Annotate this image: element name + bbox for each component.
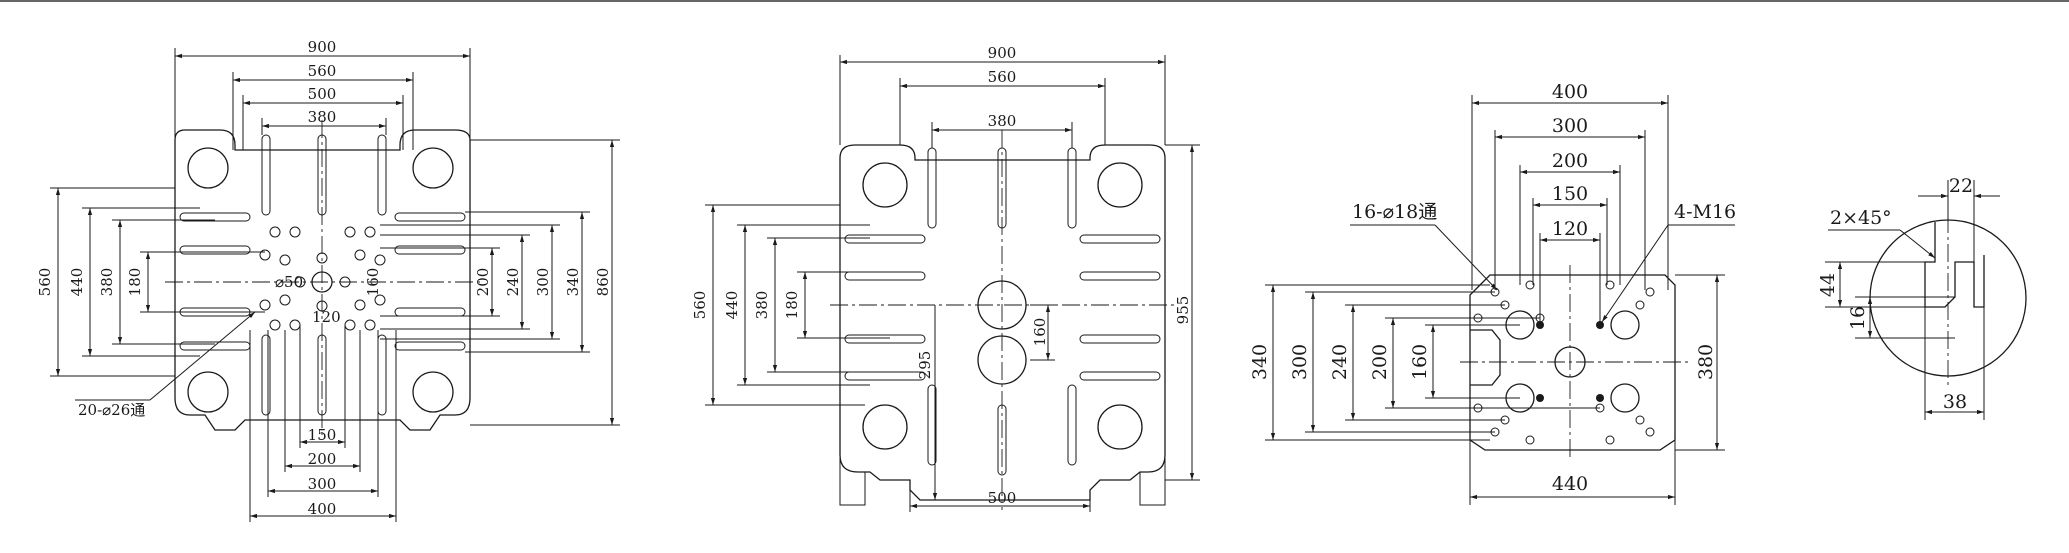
dim3-400-top: 400 [1552,81,1588,103]
dim-440-left: 440 [68,268,86,297]
detail-22: 22 [1949,175,1973,197]
dim3-240-left: 240 [1329,344,1351,380]
dim2-560-top: 560 [988,68,1017,86]
top-dims-1 [174,48,471,150]
ejector-hole-3d [1610,383,1640,413]
dim3-200-left: 200 [1369,344,1391,380]
dim-900-top: 900 [308,38,337,56]
detail-38: 38 [1943,391,1967,413]
left-dims-3 [1265,284,1600,441]
dim-160-center: 160 [364,268,382,297]
tie-bar-holes-1 [187,147,454,413]
leader-holes-3 [1434,224,1498,291]
right-dims-3 [1675,274,1725,451]
dim2-440-left: 440 [723,291,741,320]
dim3-300-left: 300 [1289,344,1311,380]
dim2-160-center: 160 [1031,318,1049,347]
left-dims-2 [705,204,890,406]
plate-3-notch [1470,329,1501,386]
dim-300-right: 300 [534,268,552,297]
detail-chamfer: 2×45° [1830,207,1892,229]
detail-16: 16 [1847,306,1869,330]
dim-200-bottom: 200 [308,450,337,468]
dim2-380-top: 380 [988,112,1017,130]
dim3-300-top: 300 [1552,115,1588,137]
dim-560-left: 560 [36,268,54,297]
top-dims-3 [1471,95,1669,325]
note-holes-3: 16-⌀18通 [1352,201,1437,223]
dim2-900-top: 900 [988,44,1017,62]
dim-860-right: 860 [594,268,612,297]
detail-t-slot: 2×45° 22 44 16 38 [1817,175,2027,420]
view-2-moving-platen: 900 560 380 560 440 380 180 160 29 [691,44,1200,512]
note-holes-1: 20-⌀26通 [78,401,145,419]
dim3-150-top: 150 [1552,183,1588,205]
dim-560-top: 560 [308,62,337,80]
dim2-955-right: 955 [1174,296,1192,325]
dim-380-left: 380 [98,268,116,297]
platen-2-outline [839,144,1166,501]
dim3-380-right: 380 [1695,344,1717,380]
detail-dims [1825,180,2000,420]
through-holes-3 [1473,280,1655,445]
dim-150-bottom: 150 [308,426,337,444]
t-slots-2 [844,147,1161,476]
dim3-120-top: 120 [1552,218,1588,240]
leader-holes-1 [149,311,256,401]
dim2-295-center: 295 [916,351,934,380]
dim2-500-bottom: 500 [988,489,1017,507]
dim3-160-left: 160 [1409,344,1431,380]
dim3-440-bottom: 440 [1552,473,1588,495]
note-thread-3: 4-M16 [1674,201,1736,223]
dim-diam50: ⌀50 [275,273,303,291]
top-dims-2 [839,55,1166,148]
dim-380-top: 380 [308,108,337,126]
dim2-560-left: 560 [691,291,709,320]
dim-180-left: 180 [126,268,144,297]
leader-thread-3 [1601,224,1669,323]
view-1-front-platen: 900 560 500 380 560 440 380 180 [36,38,620,522]
dim-300-bottom: 300 [308,475,337,493]
bottom-dims-2 [909,490,1091,512]
left-dims-1 [50,187,265,377]
threaded-holes-3 [1536,321,1604,402]
detail-44: 44 [1817,273,1839,297]
platen-1-outline [174,129,471,431]
dim-400-bottom: 400 [308,500,337,518]
dim-120-center: 120 [312,308,341,326]
dim2-180-left: 180 [783,291,801,320]
dim-500-top: 500 [308,85,337,103]
dim2-380-left: 380 [753,291,771,320]
dim3-200-top: 200 [1552,150,1588,172]
t-slot-profile [1924,222,1985,308]
view-3-ejector-plate: 400 300 200 150 120 340 300 240 200 160 [1249,81,1736,505]
t-slots-1 [179,134,466,416]
bottom-dims-1 [249,325,397,522]
dim3-340-left: 340 [1249,344,1271,380]
tie-bar-holes-2 [862,162,1143,450]
bottom-dims-3 [1469,440,1676,505]
ejector-hole-3b [1610,310,1640,340]
dim-200-right: 200 [474,268,492,297]
plate-3-outline [1469,274,1676,451]
right-dims-1 [380,139,620,426]
dim-240-right: 240 [504,268,522,297]
right-dims-2 [1165,144,1200,481]
dim-340-right: 340 [564,268,582,297]
center-dims-2 [932,304,1055,500]
